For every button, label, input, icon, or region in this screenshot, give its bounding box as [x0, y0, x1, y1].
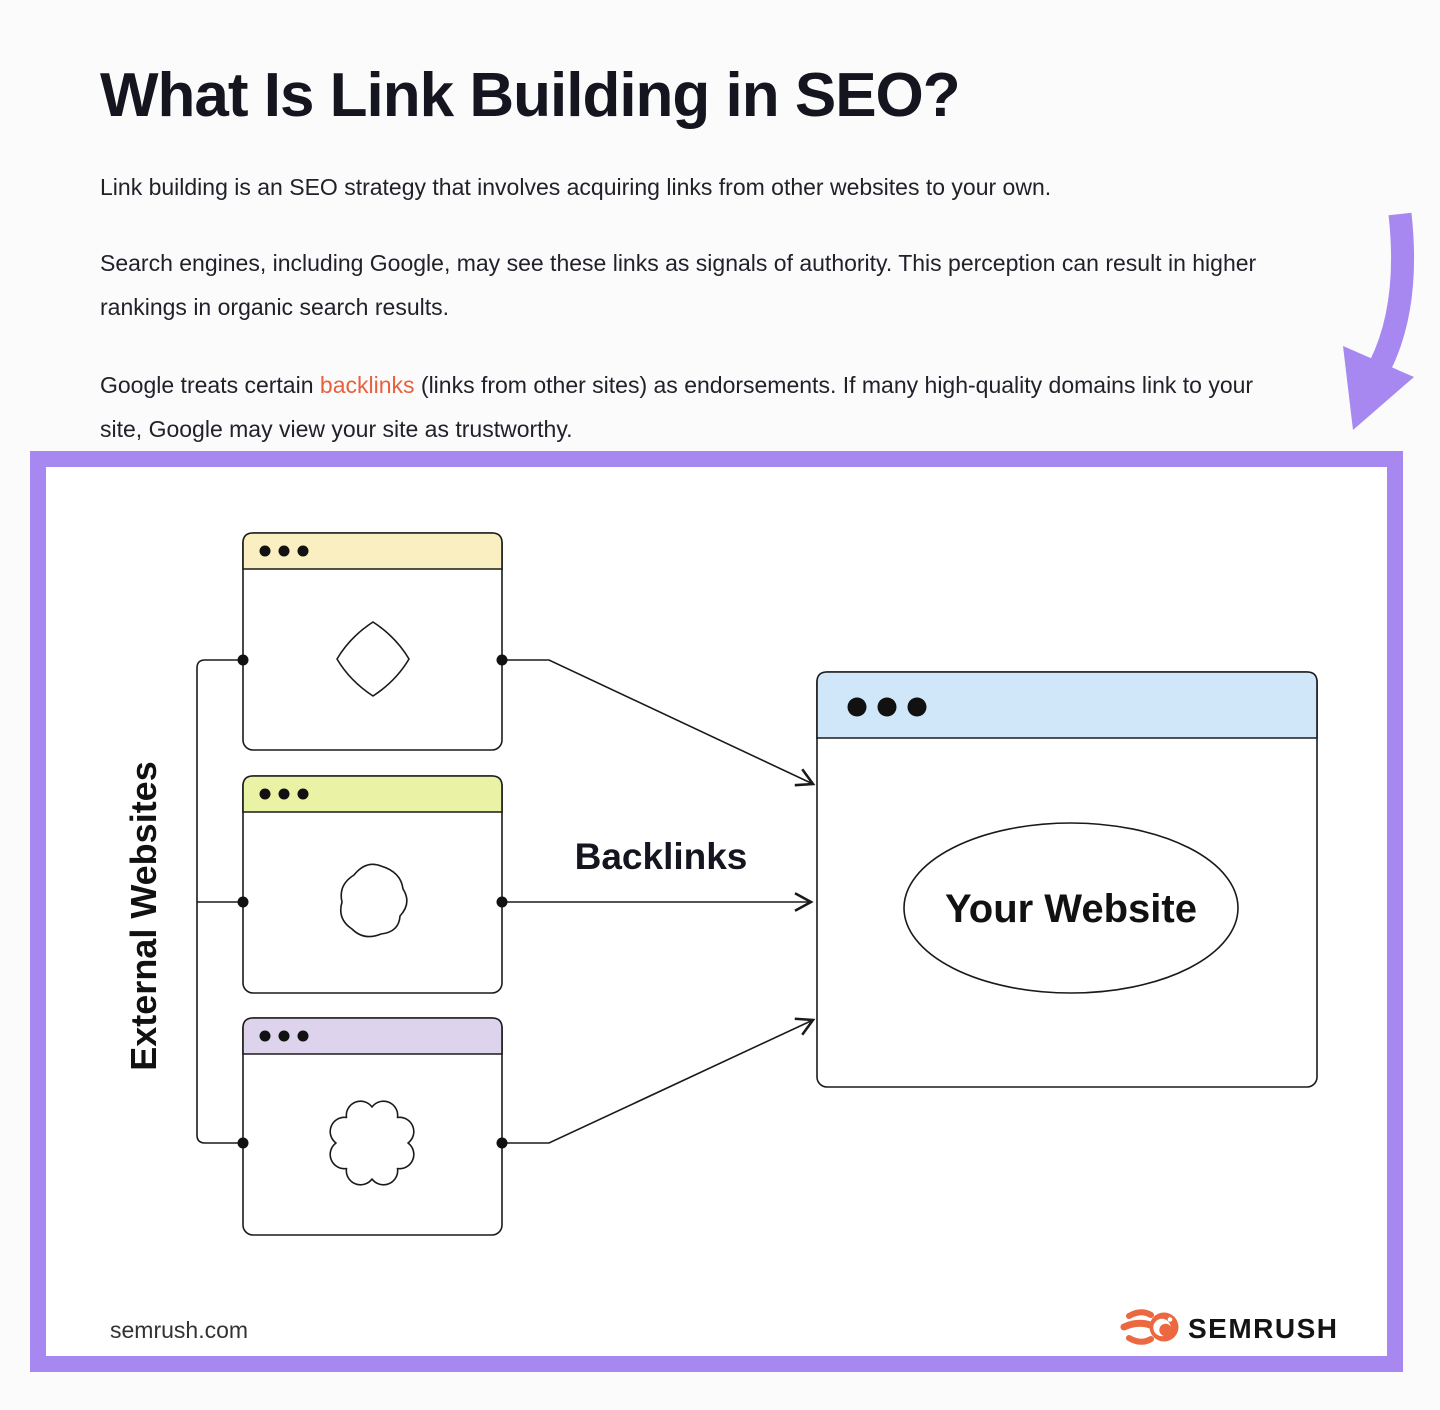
intro-paragraph: Link building is an SEO strategy that in… [100, 174, 1052, 200]
connector-trunk [196, 659, 243, 1144]
authority-paragraph: Search engines, including Google, may se… [100, 250, 1257, 320]
connector-dots [237, 654, 508, 1149]
backlinks-link[interactable]: backlinks [319, 372, 415, 398]
your-website-label: Your Website [945, 887, 1197, 931]
semrush-logo: SEMRUSH [1120, 1309, 1339, 1345]
your-website-ellipse [903, 822, 1239, 994]
rounded-diamond-icon [336, 621, 410, 697]
external-websites-label: External Websites [123, 761, 164, 1070]
blob-icon [339, 863, 408, 938]
page-title: What Is Link Building in SEO? [100, 60, 961, 130]
brand-name: SEMRUSH [1188, 1313, 1339, 1344]
traffic-dots-icon [259, 1030, 309, 1042]
footer-site-url: semrush.com [110, 1317, 248, 1343]
backlink-arrows [502, 659, 816, 1144]
paragraph-text: Google treats certain [100, 372, 320, 398]
paragraph-text: (links from other sites) as endorsements… [100, 372, 1254, 442]
scallop-flower-icon [329, 1100, 415, 1186]
backlinks-paragraph: Google treats certain backlinks (links f… [100, 363, 1290, 451]
external-site-window-1 [242, 532, 503, 751]
external-site-window-3 [242, 1017, 503, 1236]
traffic-dots-icon [259, 545, 309, 557]
traffic-dots-icon [259, 788, 309, 800]
semrush-flame-icon [1120, 1309, 1179, 1345]
traffic-dots-icon [847, 697, 927, 717]
your-website-window: Your Website [816, 671, 1318, 1088]
backlinks-label: Backlinks [575, 836, 748, 877]
external-site-window-2 [242, 775, 503, 994]
link-building-diagram: External Websites Backlinks [110, 532, 1339, 1345]
curved-down-arrow-icon [1343, 212, 1414, 430]
